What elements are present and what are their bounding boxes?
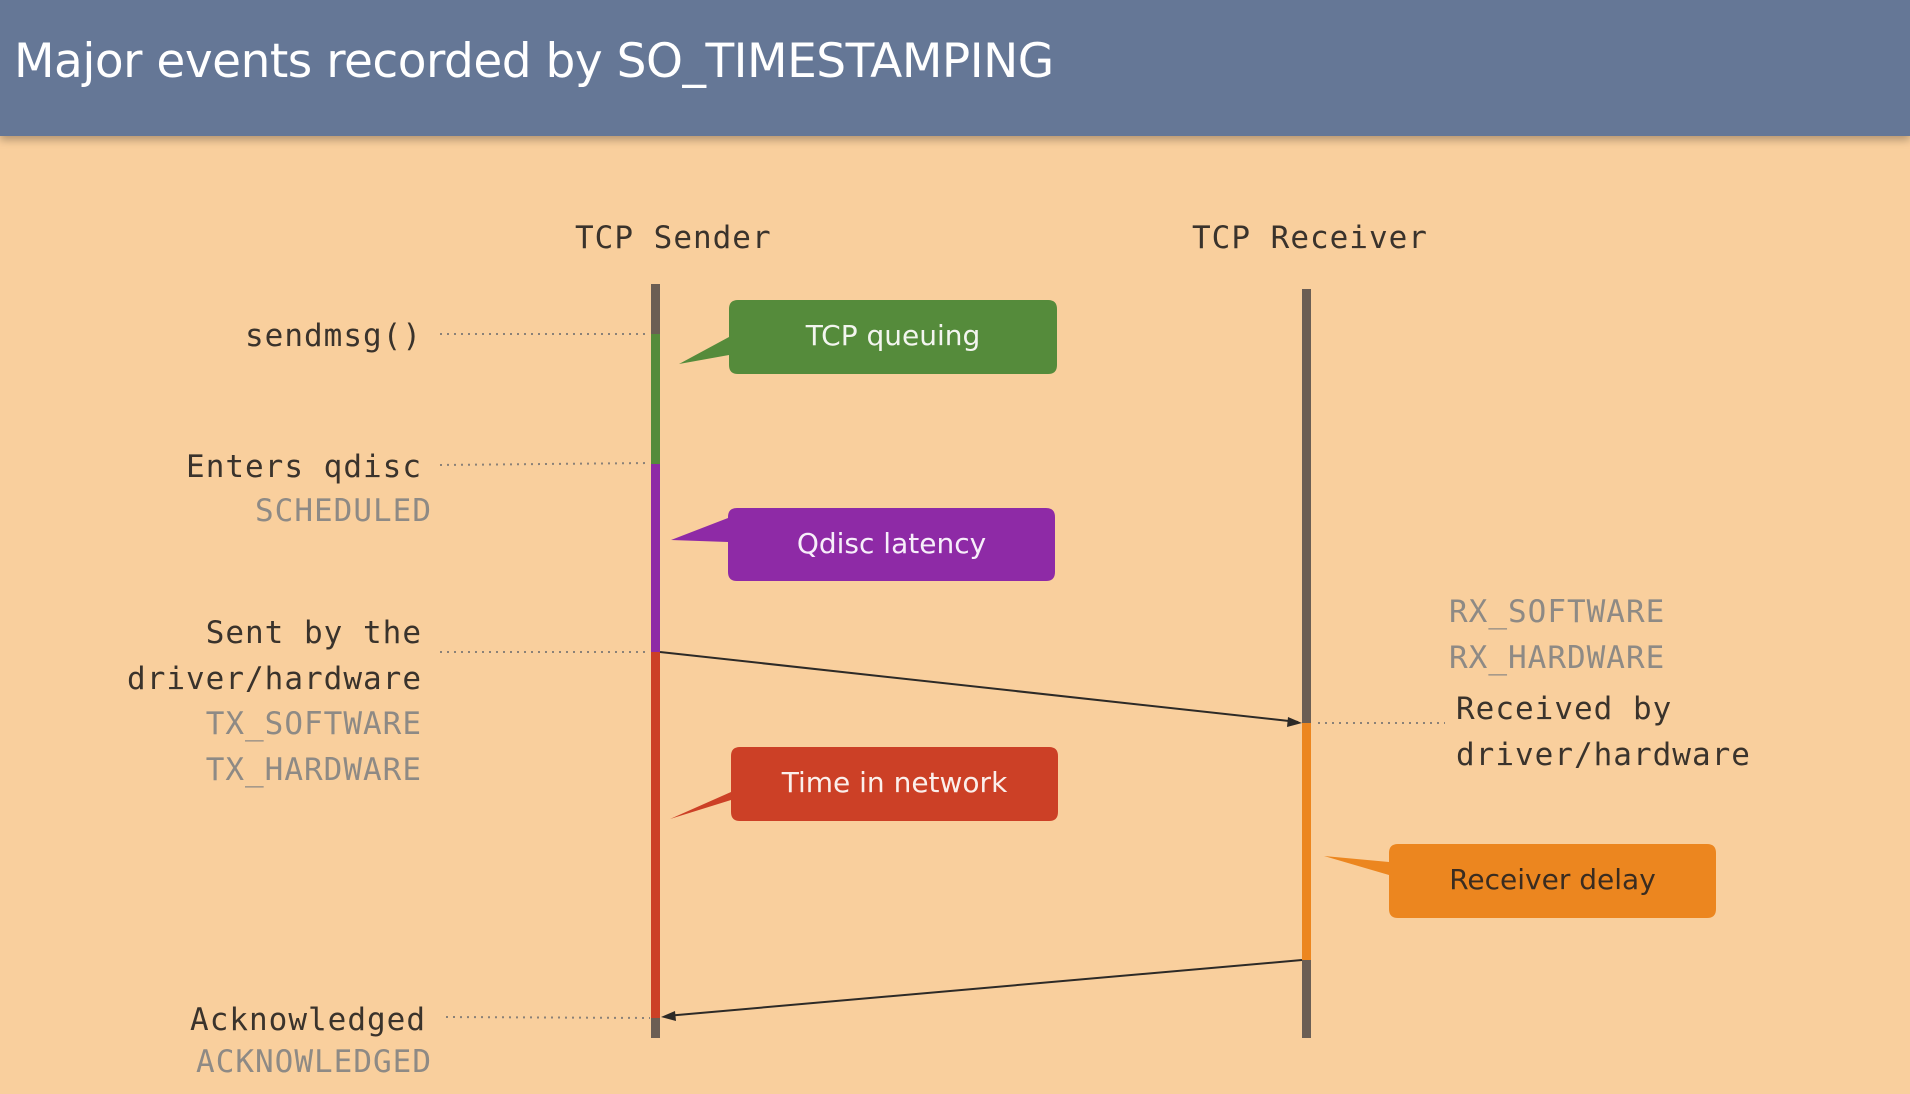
- timestamp-tx-hardware: TX_HARDWARE: [205, 752, 422, 788]
- event-sent-line2: driver/hardware: [127, 661, 422, 697]
- timestamp-rx-hardware: RX_HARDWARE: [1449, 640, 1666, 676]
- segment-tcp-queuing: [651, 334, 660, 464]
- event-received-line1: Received by: [1456, 691, 1673, 727]
- segment-receiver-delay: [1302, 723, 1311, 960]
- sender-lane-title: TCP Sender: [575, 220, 772, 256]
- callout-time-in-network-label: Time in network: [781, 766, 1008, 799]
- arrow-ack: [665, 959, 1303, 1017]
- leader-acknowledged: [445, 1016, 651, 1019]
- leader-enters-qdisc: [439, 462, 651, 466]
- segment-time-in-network: [651, 652, 660, 1018]
- event-sent-line1: Sent by the: [205, 615, 422, 651]
- timestamp-rx-software: RX_SOFTWARE: [1449, 594, 1666, 630]
- callout-qdisc-latency-label: Qdisc latency: [796, 527, 987, 560]
- page-title: Major events recorded by SO_TIMESTAMPING: [14, 34, 1054, 89]
- callout-receiver-delay: [1324, 844, 1716, 918]
- timestamp-acknowledged: ACKNOWLEDGED: [196, 1044, 432, 1080]
- arrow-data-packet: [659, 651, 1299, 723]
- event-acknowledged: Acknowledged: [190, 1002, 426, 1038]
- arrow-ack-head: [661, 1011, 676, 1021]
- header-bar: Major events recorded by SO_TIMESTAMPING: [0, 0, 1910, 136]
- callout-tcp-queuing-label: TCP queuing: [805, 319, 981, 352]
- callout-receiver-delay-label: Receiver delay: [1449, 863, 1656, 896]
- callout-tcp-queuing: [679, 300, 1057, 374]
- receiver-lane-title: TCP Receiver: [1192, 220, 1428, 256]
- event-sendmsg: sendmsg(): [245, 318, 422, 354]
- arrow-data-packet-head: [1287, 717, 1302, 727]
- callout-qdisc-latency: [671, 508, 1055, 581]
- event-enters-qdisc: Enters qdisc: [186, 449, 422, 485]
- timestamp-scheduled: SCHEDULED: [255, 493, 432, 529]
- timestamp-tx-software: TX_SOFTWARE: [205, 706, 422, 742]
- event-received-line2: driver/hardware: [1456, 737, 1751, 773]
- callout-time-in-network: [670, 747, 1058, 821]
- receiver-lifeline: [1302, 289, 1311, 1038]
- segment-qdisc-latency: [651, 464, 660, 652]
